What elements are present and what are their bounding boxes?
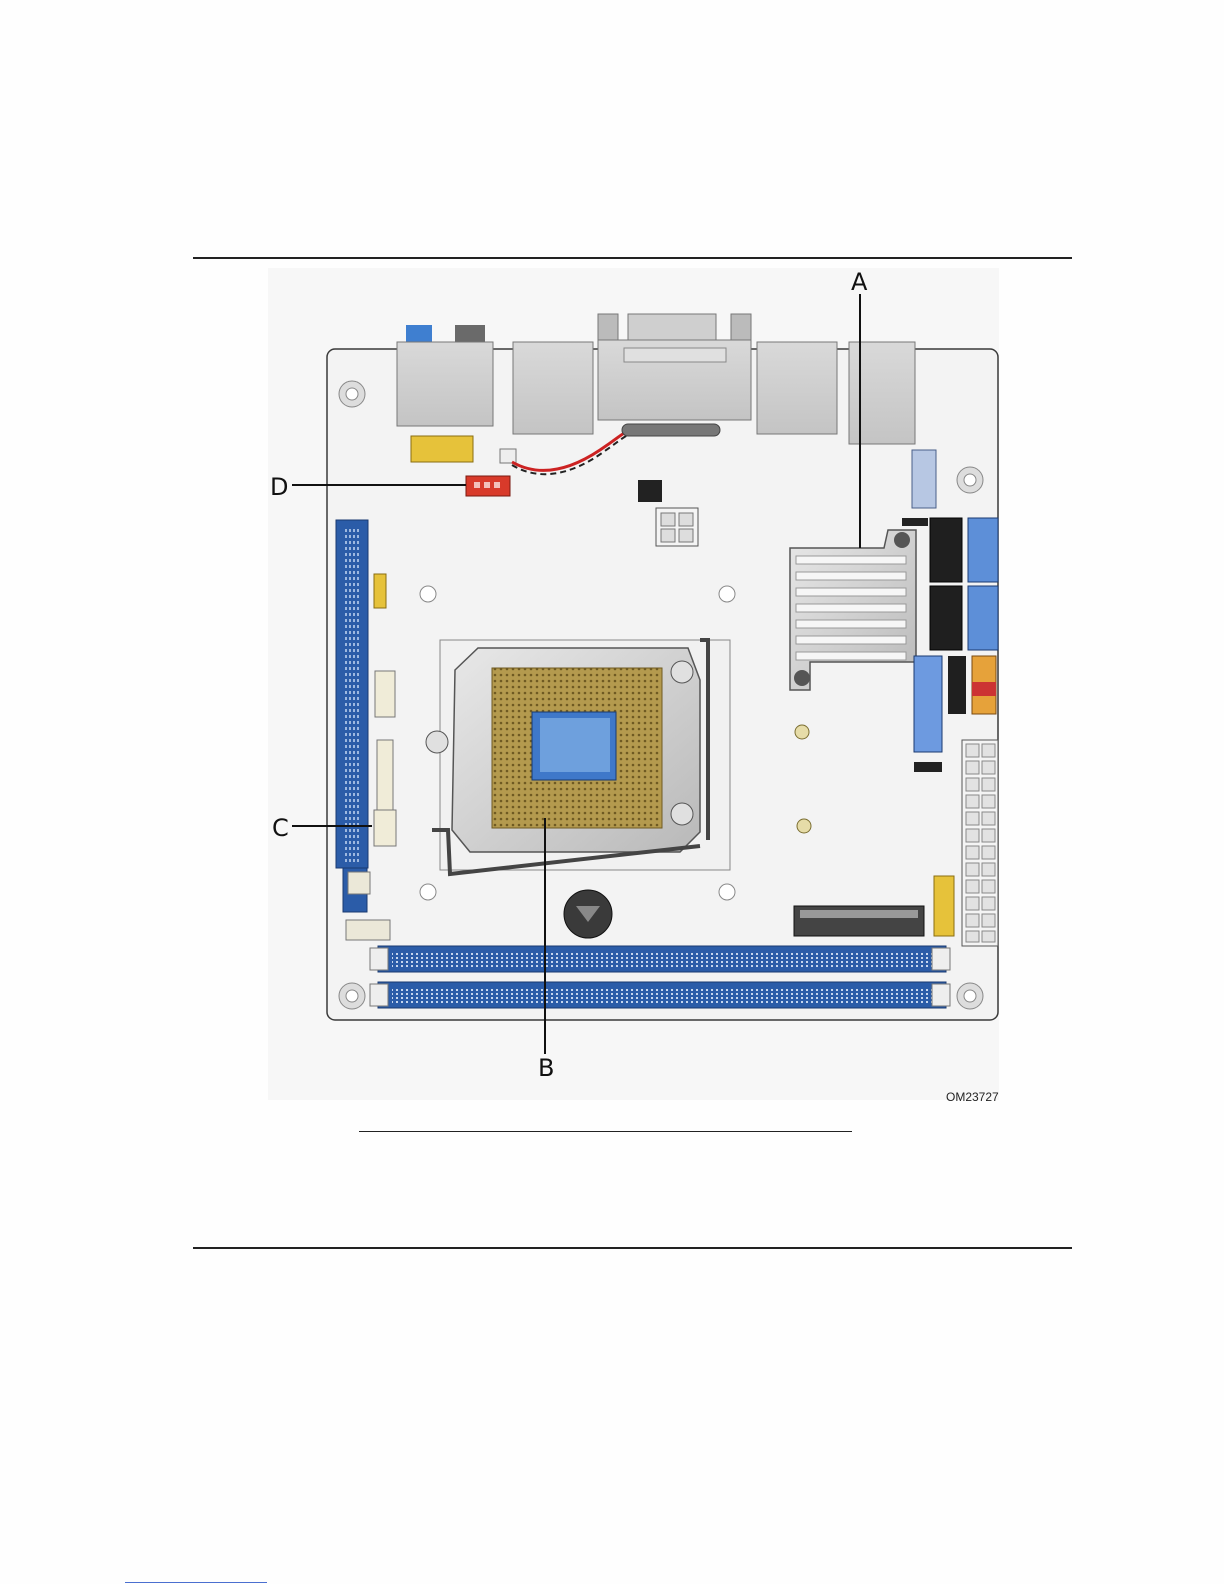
callout-a: A	[851, 268, 867, 296]
capacitor	[564, 890, 612, 938]
standoff-1	[795, 725, 809, 739]
chassis-fan-header	[374, 810, 396, 846]
figure-id: OM23727	[946, 1090, 999, 1104]
usb-stack-1	[513, 342, 593, 434]
mini-pcie-slot	[794, 906, 924, 936]
callout-c: C	[272, 814, 289, 842]
callout-d: D	[270, 473, 288, 501]
front-audio-header	[411, 436, 473, 462]
lga-cpu-socket	[426, 640, 730, 874]
lan-usb-stack	[849, 342, 915, 444]
callout-b: B	[538, 1054, 554, 1082]
usb-stack-2	[757, 342, 837, 434]
footnote-link-underline[interactable]	[125, 1582, 267, 1583]
standoff-2	[797, 819, 811, 833]
